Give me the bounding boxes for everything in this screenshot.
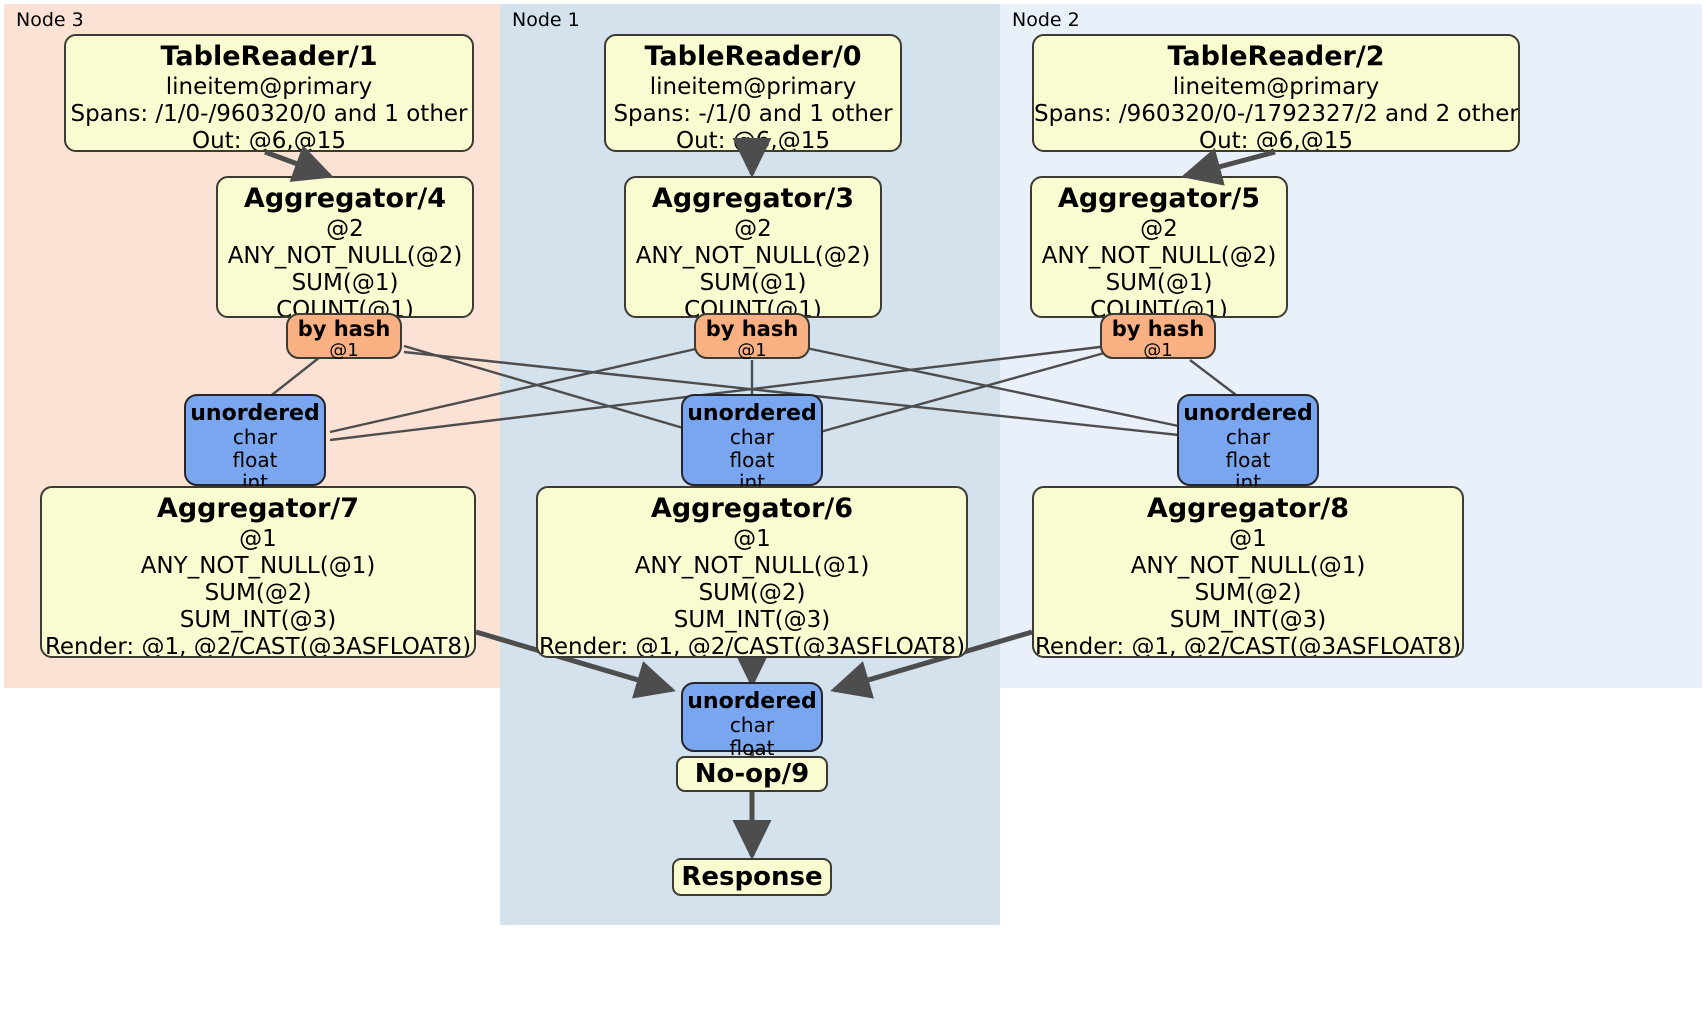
router-title: by hash [297,317,391,341]
processor-aggregator-3[interactable]: Aggregator/3 @2 ANY_NOT_NULL(@2) SUM(@1)… [624,176,882,318]
processor-line: lineitem@primary [649,73,857,100]
processor-line: SUM(@2) [1194,580,1302,606]
processor-line: Render: @1, @2/CAST(@3ASFLOAT8) [1034,634,1462,658]
synchronizer-line: float [729,447,775,472]
processor-line: ANY_NOT_NULL(@2) [635,242,871,269]
processor-line: SUM_INT(@3) [179,607,337,634]
processor-table-reader-2[interactable]: TableReader/2 lineitem@primary Spans: /9… [1032,34,1520,152]
synchronizer-unordered-node1[interactable]: unordered char float int [681,394,823,493]
router-line: @1 [329,340,359,362]
node-label-node2: Node 2 [1012,9,1080,31]
processor-line: @2 [326,215,364,242]
processor-title: Response [681,861,823,892]
processor-noop-9[interactable]: No-op/9 [676,756,828,792]
processor-line: @1 [1229,525,1267,552]
router-line: @1 [1143,340,1173,362]
router-by-hash-node2[interactable]: by hash @1 [1100,313,1216,362]
processor-line: COUNT(@1) [1090,297,1228,318]
processor-title: TableReader/1 [160,41,378,72]
processor-line: Out: @6,@15 [1199,128,1353,152]
processor-title: Aggregator/5 [1057,183,1261,214]
processor-aggregator-8[interactable]: Aggregator/8 @1 ANY_NOT_NULL(@1) SUM(@2)… [1032,486,1464,658]
processor-aggregator-5[interactable]: Aggregator/5 @2 ANY_NOT_NULL(@2) SUM(@1)… [1030,176,1288,318]
router-by-hash-node3[interactable]: by hash @1 [286,313,402,362]
processor-line: Out: @6,@15 [192,128,346,152]
processor-line: @2 [734,215,772,242]
processor-line: ANY_NOT_NULL(@2) [227,242,463,269]
processor-title: Aggregator/7 [156,493,360,524]
processor-line: SUM(@2) [698,580,806,606]
processor-line: COUNT(@1) [684,297,822,318]
synchronizer-unordered-node3[interactable]: unordered char float int [184,394,326,493]
processor-title: TableReader/0 [644,41,862,72]
processor-title: TableReader/2 [1167,41,1385,72]
processor-line: ANY_NOT_NULL(@1) [634,552,870,579]
processor-line: SUM(@1) [291,270,399,296]
processor-line: ANY_NOT_NULL(@2) [1041,242,1277,269]
node-label-node1: Node 1 [512,9,580,31]
processor-line: Spans: /1/0-/960320/0 and 1 other [70,100,468,127]
synchronizer-line: char [729,425,775,450]
processor-aggregator-4[interactable]: Aggregator/4 @2 ANY_NOT_NULL(@2) SUM(@1)… [216,176,474,318]
processor-line: Render: @1, @2/CAST(@3ASFLOAT8) [538,634,966,658]
synchronizer-unordered-node2[interactable]: unordered char float int [1177,394,1319,493]
router-line: @1 [737,340,767,362]
processor-line: SUM(@1) [1105,270,1213,296]
processor-line: SUM(@2) [204,580,312,606]
processor-line: Out: @6,@15 [676,128,830,152]
processor-line: @1 [733,525,771,552]
synchronizer-line: char [729,713,775,738]
processor-line: ANY_NOT_NULL(@1) [140,552,376,579]
processor-title: Aggregator/4 [243,183,447,214]
processor-response[interactable]: Response [672,858,832,896]
router-by-hash-node1[interactable]: by hash @1 [694,313,810,362]
processor-line: @1 [239,525,277,552]
processor-line: SUM_INT(@3) [673,607,831,634]
processor-line: Render: @1, @2/CAST(@3ASFLOAT8) [44,634,472,658]
synchronizer-title: unordered [1183,401,1313,426]
processor-line: SUM_INT(@3) [1169,607,1327,634]
router-title: by hash [1111,317,1205,341]
synchronizer-line: float [232,447,278,472]
processor-line: COUNT(@1) [276,297,414,318]
processor-line: SUM(@1) [699,270,807,296]
processor-title: Aggregator/6 [650,493,854,524]
processor-table-reader-1[interactable]: TableReader/1 lineitem@primary Spans: /1… [64,34,474,152]
synchronizer-unordered-final[interactable]: unordered char float [681,682,823,759]
processor-line: @2 [1140,215,1178,242]
synchronizer-line: char [1225,425,1271,450]
processor-line: Spans: -/1/0 and 1 other [613,100,893,127]
processor-title: Aggregator/3 [651,183,855,214]
synchronizer-line: float [729,735,775,760]
synchronizer-title: unordered [687,689,817,714]
processor-aggregator-6[interactable]: Aggregator/6 @1 ANY_NOT_NULL(@1) SUM(@2)… [536,486,968,658]
node-label-node3: Node 3 [16,9,84,31]
synchronizer-title: unordered [190,401,320,426]
processor-line: ANY_NOT_NULL(@1) [1130,552,1366,579]
processor-table-reader-0[interactable]: TableReader/0 lineitem@primary Spans: -/… [604,34,902,152]
processor-line: lineitem@primary [1172,73,1380,100]
processor-title: Aggregator/8 [1146,493,1350,524]
processor-line: Spans: /960320/0-/1792327/2 and 2 others [1034,100,1520,127]
router-title: by hash [705,317,799,341]
synchronizer-line: float [1225,447,1271,472]
processor-aggregator-7[interactable]: Aggregator/7 @1 ANY_NOT_NULL(@1) SUM(@2)… [40,486,476,658]
synchronizer-line: char [232,425,278,450]
processor-line: lineitem@primary [165,73,373,100]
processor-title: No-op/9 [694,758,810,789]
synchronizer-title: unordered [687,401,817,426]
